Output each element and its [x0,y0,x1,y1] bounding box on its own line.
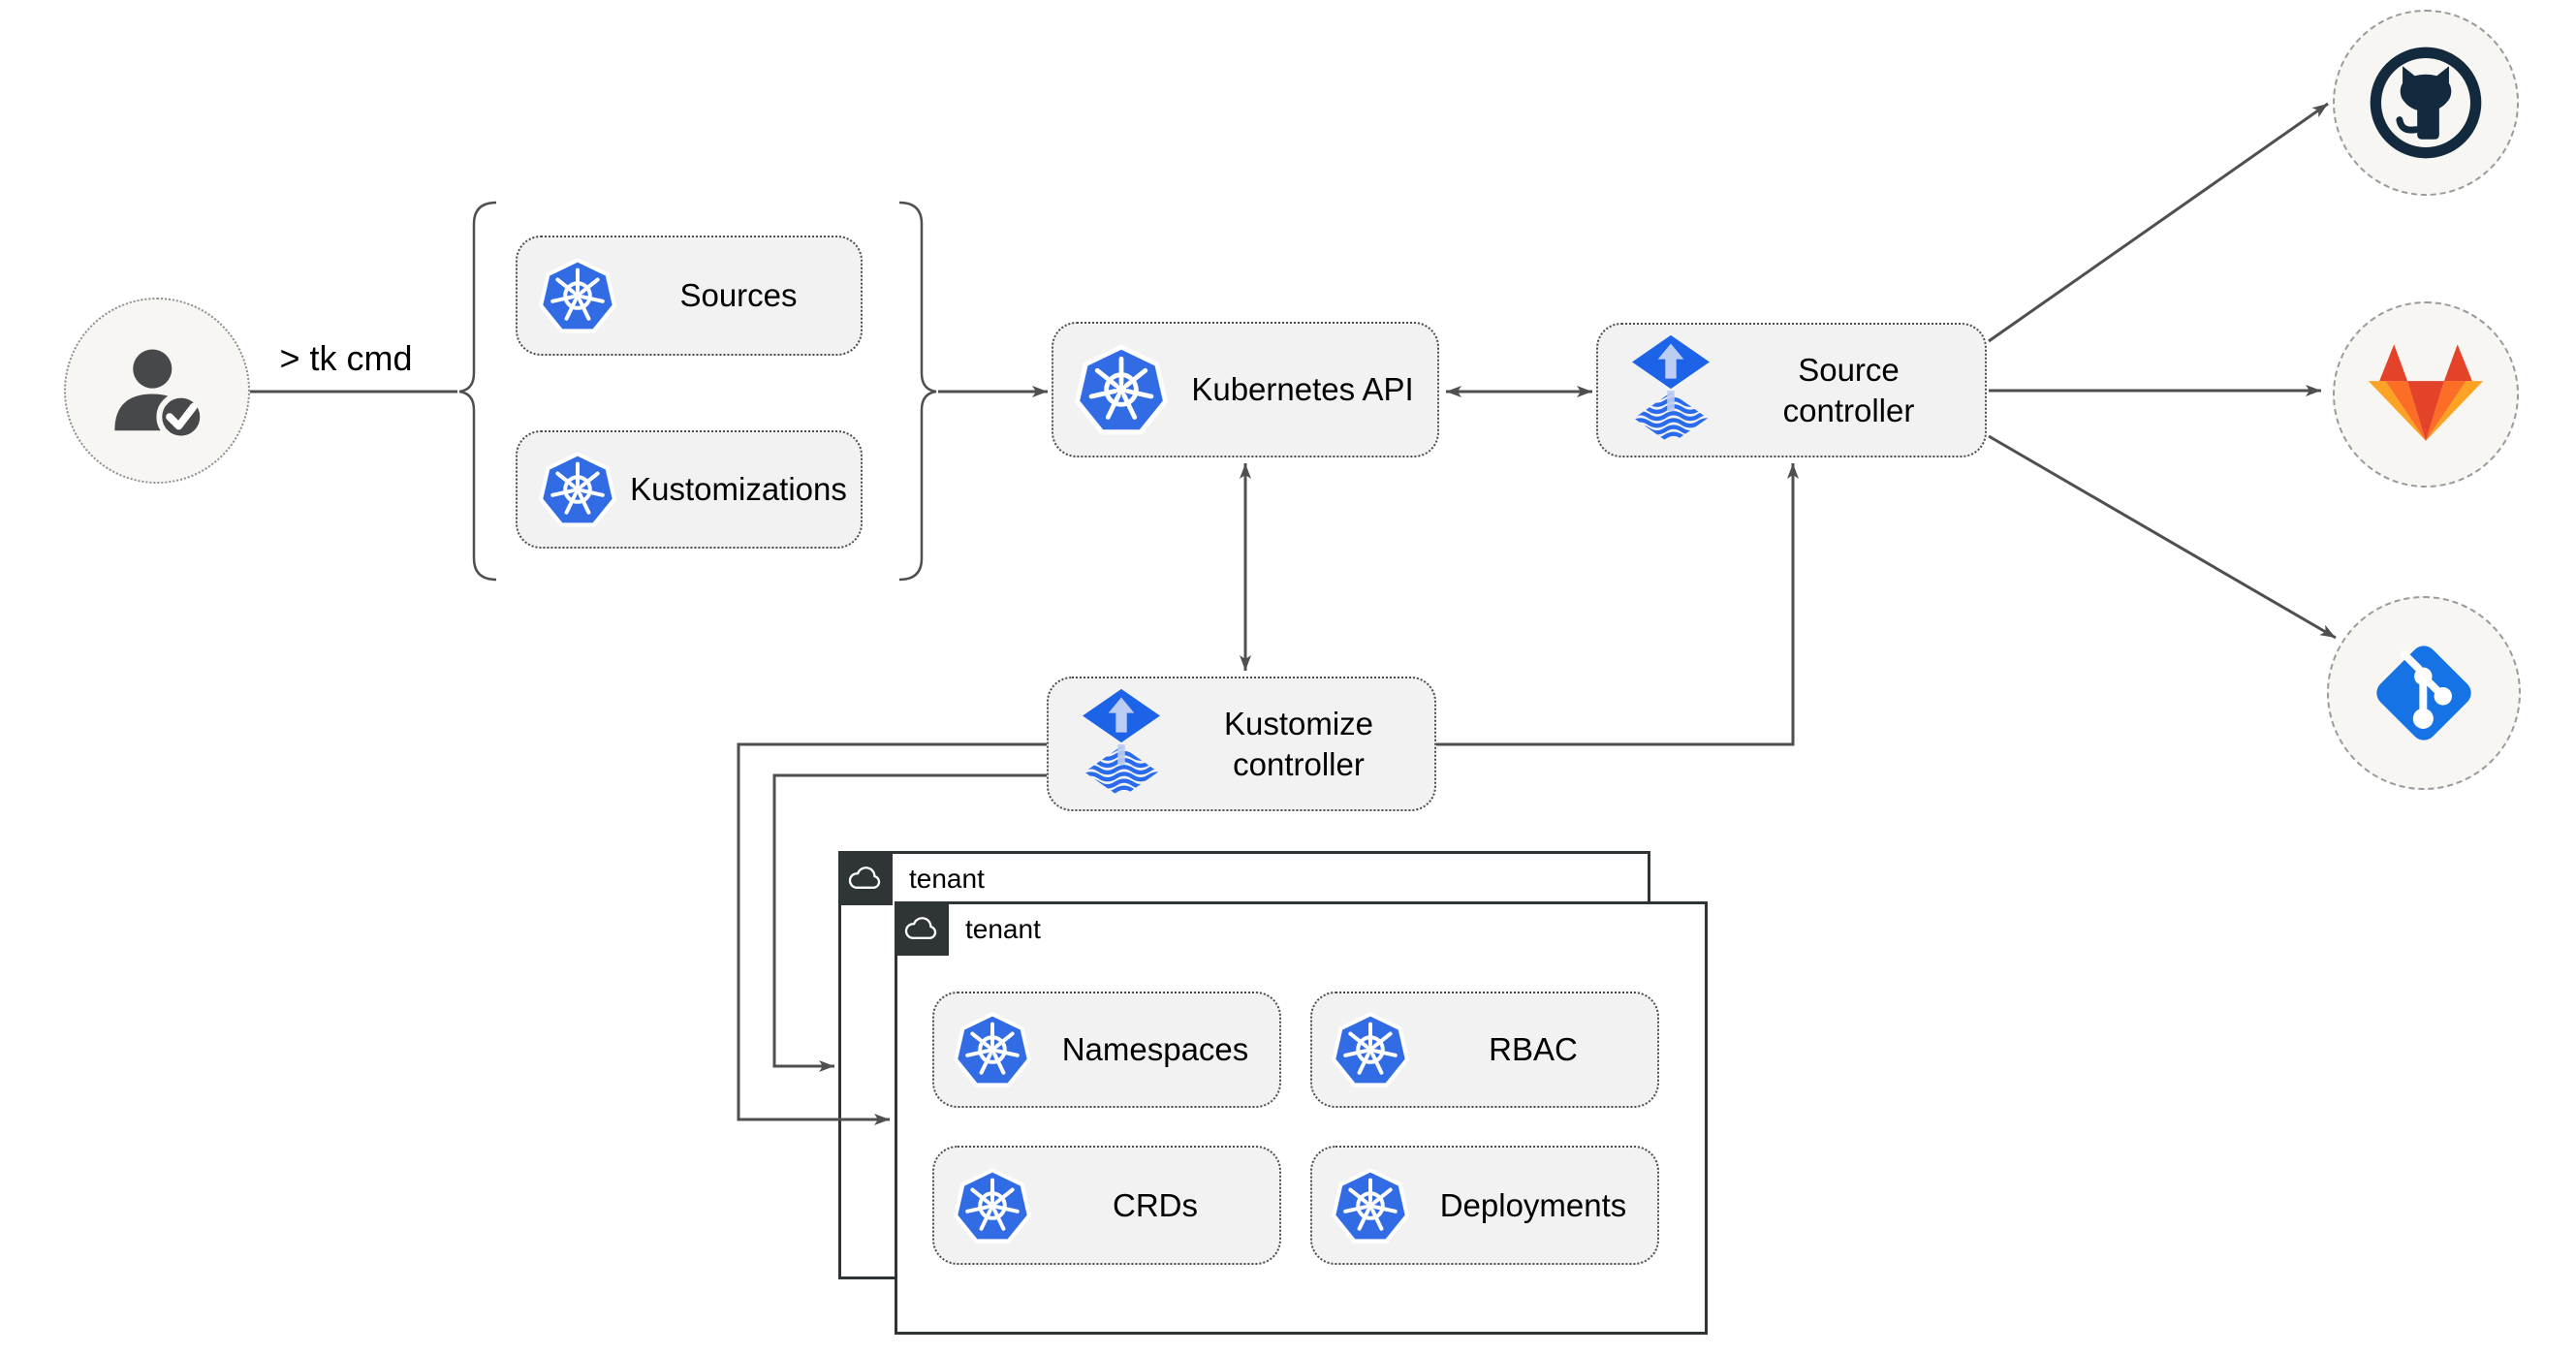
node-sources[interactable]: Sources [516,236,863,356]
github-icon [2365,42,2487,164]
kubernetes-icon [539,257,616,334]
right-brace [898,201,937,582]
node-label: Kubernetes API [1191,371,1414,408]
node-kustomize-controller[interactable]: Kustomize controller [1047,677,1436,811]
node-label: Sources [679,277,798,314]
cloud-icon [903,915,940,942]
node-label: Kustomize controller [1223,706,1374,782]
kubernetes-icon [1332,1167,1409,1245]
node-deployments[interactable]: Deployments [1310,1146,1659,1265]
user-actor[interactable] [64,298,250,484]
tenant-label: tenant [965,914,1041,944]
user-check-icon [100,333,214,448]
node-rbac[interactable]: RBAC [1310,992,1659,1108]
node-kubernetes-api[interactable]: Kubernetes API [1052,322,1439,457]
kubernetes-icon [539,451,616,528]
flux-icon [1629,333,1712,448]
node-label: RBAC [1489,1031,1578,1068]
tenant-label: tenant [909,864,985,894]
node-crds[interactable]: CRDs [932,1146,1281,1265]
kubernetes-icon [954,1011,1031,1088]
node-namespaces[interactable]: Namespaces [932,992,1281,1108]
flux-icon [1080,687,1163,802]
tenant-header [895,901,949,956]
gitlab-icon [2365,340,2487,449]
kubernetes-icon [954,1167,1031,1245]
endpoint-git[interactable] [2327,596,2521,790]
node-kustomizations[interactable]: Kustomizations [516,430,863,549]
endpoint-gitlab[interactable] [2333,301,2519,488]
cli-command-label: > tk cmd [279,338,413,378]
tenant-header [838,851,893,905]
edge-kustomize-source [1436,463,1799,746]
endpoint-github[interactable] [2333,10,2519,196]
node-label: Source controller [1782,352,1915,428]
node-label: Deployments [1439,1186,1627,1223]
tenant-group-front[interactable]: tenant [895,901,1708,1335]
edge-source-git [1988,434,2337,640]
cloud-icon [847,865,884,892]
kubernetes-icon [1075,343,1168,436]
node-label: Kustomizations [630,471,847,508]
node-label: CRDs [1113,1186,1198,1223]
kubernetes-icon [1332,1011,1409,1088]
edge-source-github [1988,102,2329,343]
git-icon [2360,629,2488,757]
left-brace [458,201,497,582]
node-source-controller[interactable]: Source controller [1596,323,1987,457]
node-label: Namespaces [1061,1031,1249,1068]
